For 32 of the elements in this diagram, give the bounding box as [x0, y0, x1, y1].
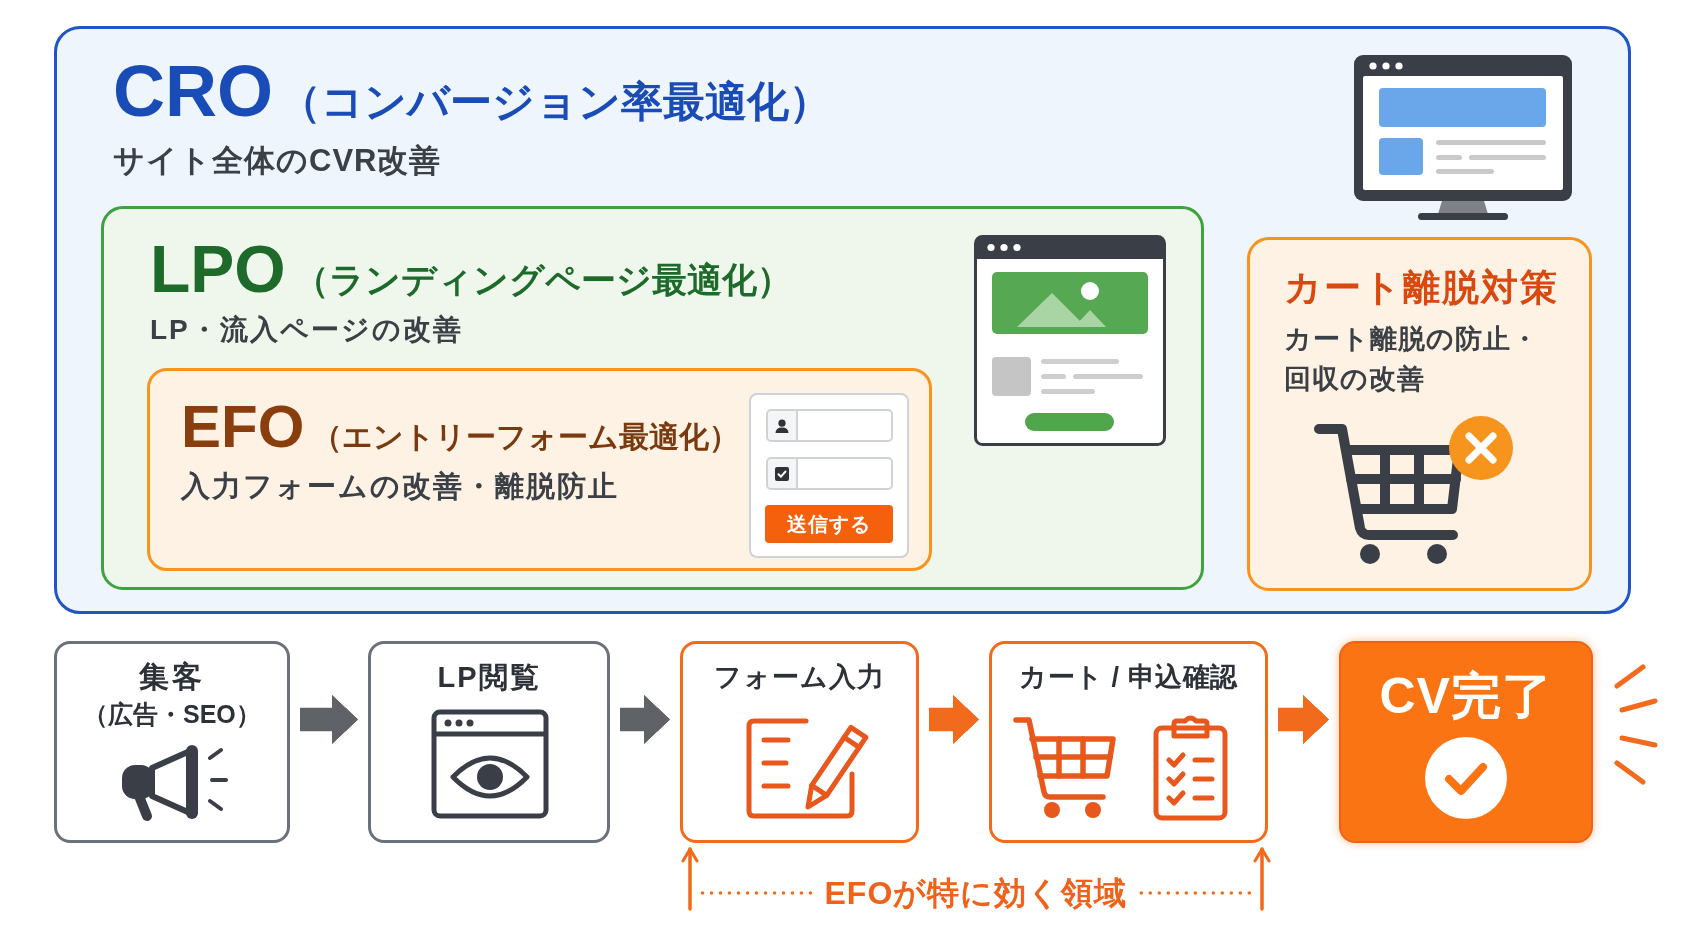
step-title: CV完了 [1379, 667, 1553, 726]
block-arrow [620, 694, 670, 745]
block-arrow [929, 694, 979, 745]
step-box [989, 641, 1268, 843]
annotation-text: EFOが特に効く領域 [824, 873, 1128, 913]
side-panel [1247, 237, 1592, 591]
heading-subtitle: （ランディングページ最適化） [293, 262, 792, 297]
description: 入力フォームの改善・離脱防止 [181, 469, 619, 504]
goal-box [1339, 641, 1593, 843]
acronym-heading: EFO [181, 397, 305, 457]
panel-heading: カート離脱対策 [1284, 266, 1559, 310]
outer-panel [54, 26, 1631, 614]
step-title: カート / 申込確認 [1019, 661, 1238, 694]
heading-subtitle: （コンバージョン率最適化） [279, 81, 831, 123]
block-arrow [1278, 694, 1329, 745]
acronym-heading: LPO [150, 236, 286, 302]
step-subtitle: （広告・SEO） [83, 699, 261, 730]
step-title: 集客 [139, 659, 205, 695]
inner-panel [147, 368, 932, 571]
acronym-heading: CRO [113, 55, 273, 127]
step-box [54, 641, 290, 843]
submit-button: 送信する [765, 505, 893, 543]
nested-panel [101, 206, 1204, 590]
step-title: LP閲覧 [437, 660, 541, 695]
step-title: フォーム入力 [714, 661, 885, 694]
block-arrow [300, 694, 358, 745]
panel-description: カート離脱の防止・回収の改善 [1284, 323, 1540, 396]
step-box [680, 641, 919, 843]
heading-subtitle: （エントリーフォーム最適化） [312, 422, 740, 452]
description: LP・流入ページの改善 [150, 313, 463, 347]
description: サイト全体のCVR改善 [113, 142, 442, 180]
step-box [368, 641, 610, 843]
